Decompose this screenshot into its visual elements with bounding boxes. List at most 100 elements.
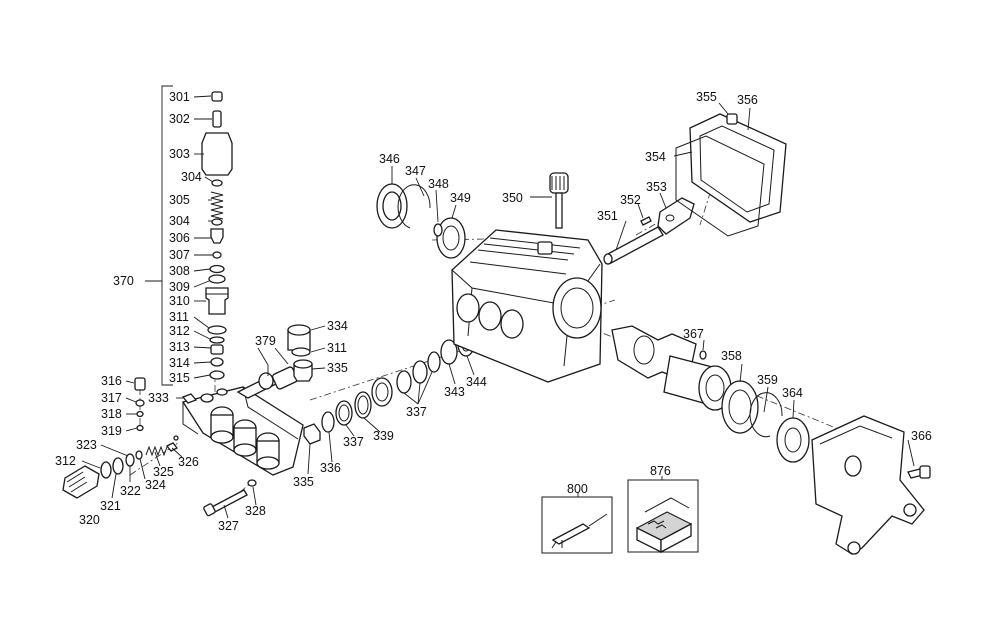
part-353-lever <box>657 197 695 235</box>
part-349-bearing <box>436 217 466 259</box>
part-355-bolt <box>726 113 738 125</box>
part-303-cap <box>201 132 233 176</box>
label-307: 307 <box>169 248 190 262</box>
label-800: 800 <box>567 482 588 496</box>
part-367-pin <box>699 350 707 360</box>
label-302: 302 <box>169 112 190 126</box>
label-311-second: 311 <box>327 341 347 355</box>
part-320-fitting <box>62 465 100 499</box>
label-366: 366 <box>911 429 932 443</box>
part-318 <box>136 410 144 418</box>
label-304-second: 304 <box>169 214 190 228</box>
label-322: 322 <box>120 484 141 498</box>
part-324 <box>135 450 143 460</box>
flange-housing <box>811 415 931 555</box>
part-350-dipstick <box>549 172 569 229</box>
label-306: 306 <box>169 231 190 245</box>
label-304: 304 <box>181 170 202 184</box>
label-312-second: 312 <box>55 454 76 468</box>
part-311-oring <box>207 325 227 335</box>
part-304-washer <box>211 179 223 187</box>
label-364: 364 <box>782 386 803 400</box>
label-335: 335 <box>327 361 348 375</box>
part-328-washer <box>247 479 257 487</box>
label-309: 309 <box>169 280 190 294</box>
label-326: 326 <box>178 455 199 469</box>
label-323: 323 <box>76 438 97 452</box>
label-317: 317 <box>101 391 122 405</box>
part-317 <box>135 399 145 407</box>
part-343 <box>427 351 441 373</box>
label-344: 344 <box>466 375 487 389</box>
part-313-seat <box>210 344 224 355</box>
label-359: 359 <box>757 373 778 387</box>
part-306-seat <box>210 228 224 244</box>
label-316: 316 <box>101 374 122 388</box>
label-351: 351 <box>597 209 618 223</box>
label-355: 355 <box>696 90 717 104</box>
part-347-circlip <box>397 184 431 229</box>
part-321 <box>112 457 124 475</box>
part-302-stem <box>212 110 222 128</box>
part-335-plug-b <box>303 423 321 445</box>
label-327: 327 <box>218 519 239 533</box>
crankcase <box>451 229 603 383</box>
label-356: 356 <box>737 93 758 107</box>
part-333 <box>181 393 198 404</box>
label-305: 305 <box>169 193 190 207</box>
part-311-oring-2 <box>291 347 311 357</box>
part-314-valve <box>210 357 224 367</box>
label-347: 347 <box>405 164 426 178</box>
part-309-ring <box>208 274 226 284</box>
part-305-spring <box>210 191 224 220</box>
part-358-bearing <box>721 380 759 434</box>
label-321: 321 <box>100 499 121 513</box>
label-333: 333 <box>148 391 169 405</box>
label-319: 319 <box>101 424 122 438</box>
label-311: 311 <box>169 310 189 324</box>
label-325: 325 <box>153 465 174 479</box>
part-351-shaft <box>605 226 664 264</box>
label-354: 354 <box>645 150 666 164</box>
accessory-800 <box>541 496 613 554</box>
part-315-ring <box>209 370 225 380</box>
part-352-pin <box>640 216 652 226</box>
top-cover <box>675 113 787 237</box>
label-315: 315 <box>169 371 190 385</box>
accessory-876 <box>627 479 699 554</box>
label-379: 379 <box>255 334 276 348</box>
part-308-oring <box>209 264 225 274</box>
part-312-ring <box>209 336 225 344</box>
label-343: 343 <box>444 385 465 399</box>
shaft-lever <box>603 197 695 265</box>
part-326 <box>165 442 179 452</box>
label-310: 310 <box>169 294 190 308</box>
part-336 <box>321 411 335 433</box>
group-370-bracket <box>145 85 173 386</box>
part-312-washer <box>100 461 112 479</box>
label-318: 318 <box>101 407 122 421</box>
label-303: 303 <box>169 147 190 161</box>
part-319 <box>136 424 144 432</box>
label-314: 314 <box>169 356 190 370</box>
label-301: 301 <box>169 90 190 104</box>
label-876: 876 <box>650 464 671 478</box>
part-304-washer-2 <box>211 218 223 226</box>
left-fittings <box>62 377 198 499</box>
part-356-cover <box>689 113 787 223</box>
bolt-parts <box>203 479 257 517</box>
part-307-ball <box>212 251 222 259</box>
valve-stack <box>201 91 233 380</box>
label-370: 370 <box>113 274 134 288</box>
label-313: 313 <box>169 340 190 354</box>
part-310-body <box>205 287 229 315</box>
part-325-spring <box>145 445 168 457</box>
label-353: 353 <box>646 180 667 194</box>
label-324: 324 <box>145 478 166 492</box>
callout-labels: 301 302 303 304 305 304 306 307 308 309 … <box>55 90 932 533</box>
bearing-parts <box>376 183 466 259</box>
label-337: 337 <box>343 435 364 449</box>
part-364-seal <box>776 417 810 463</box>
